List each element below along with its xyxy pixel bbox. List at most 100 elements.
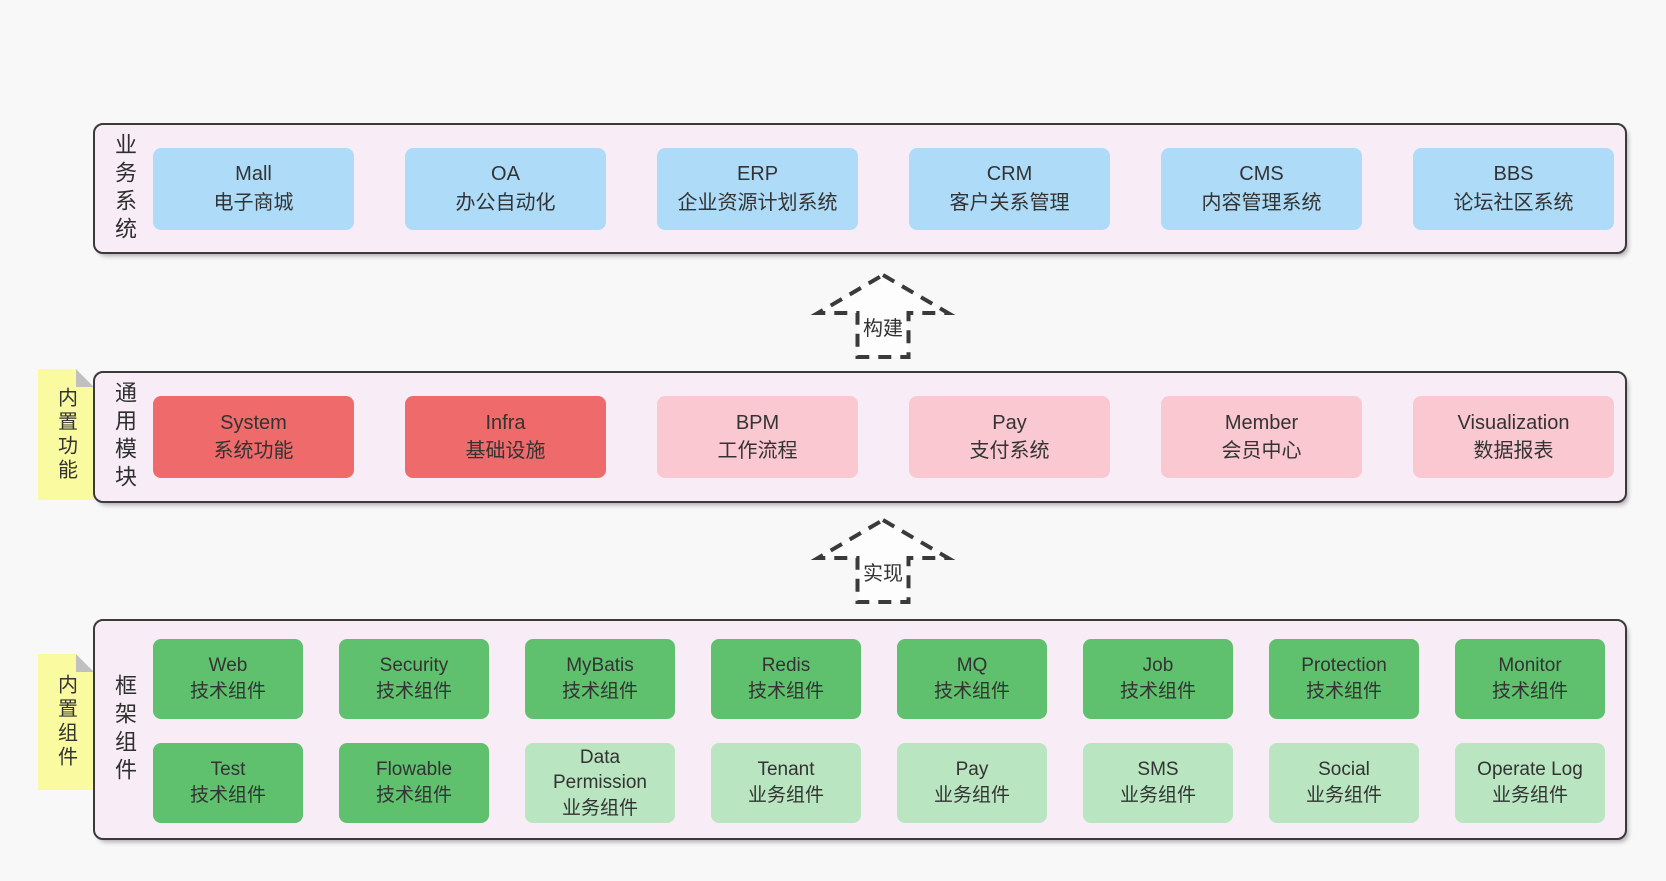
band-content: Web 技术组件 Security 技术组件 MyBatis 技术组件 Redi…	[153, 621, 1625, 838]
box-subtitle: 技术组件	[1491, 681, 1568, 702]
box-tenant: Tenant 业务组件	[711, 743, 861, 823]
box-subtitle: 技术组件	[933, 681, 1010, 702]
box-member: Member 会员中心	[1161, 396, 1362, 478]
box-system: System 系统功能	[153, 396, 354, 478]
box-title: Social	[1318, 759, 1370, 781]
box-subtitle: 技术组件	[189, 785, 266, 806]
box-cms: CMS 内容管理系统	[1161, 147, 1362, 230]
arrow-up-implement: 实现	[808, 515, 958, 607]
box-title: Data Permission	[553, 746, 647, 794]
arrow-label: 实现	[861, 557, 905, 586]
box-redis: Redis 技术组件	[711, 639, 861, 719]
box-title: CRM	[986, 163, 1033, 186]
arrow-label: 构建	[861, 312, 905, 341]
box-infra: Infra 基础设施	[405, 396, 606, 478]
band-content: System 系统功能 Infra 基础设施 BPM 工作流程 Pay 支付系统…	[153, 373, 1625, 501]
box-title: Monitor	[1498, 655, 1562, 677]
box-subtitle: 技术组件	[747, 681, 824, 702]
box-subtitle: 工作流程	[717, 440, 798, 462]
box-title: Tenant	[757, 759, 815, 781]
box-subtitle: 业务组件	[561, 797, 638, 819]
box-web: Web 技术组件	[153, 639, 303, 719]
box-title: BBS	[1493, 163, 1534, 186]
box-subtitle: 支付系统	[969, 440, 1050, 462]
box-protection: Protection 技术组件	[1269, 639, 1419, 719]
box-title: Test	[210, 759, 246, 781]
band-content: Mall 电子商城 OA 办公自动化 ERP 企业资源计划系统 CRM 客户关系…	[153, 125, 1625, 252]
box-crm: CRM 客户关系管理	[909, 147, 1110, 230]
box-title: System	[220, 411, 287, 434]
folded-corner-icon	[76, 654, 94, 672]
box-subtitle: 会员中心	[1221, 440, 1302, 462]
sticky-note-label: 内置组件	[54, 674, 77, 770]
box-erp: ERP 企业资源计划系统	[657, 147, 858, 230]
box-social: Social 业务组件	[1269, 743, 1419, 823]
band-label: 通用模块	[112, 381, 137, 493]
box-subtitle: 技术组件	[375, 681, 452, 702]
box-sms: SMS 业务组件	[1083, 743, 1233, 823]
box-monitor: Monitor 技术组件	[1455, 639, 1605, 719]
box-title: CMS	[1239, 163, 1284, 186]
box-subtitle: 技术组件	[375, 785, 452, 806]
box-title: Visualization	[1457, 411, 1570, 434]
sticky-note-built-in-features: 内置功能	[38, 369, 94, 500]
box-title: Protection	[1301, 655, 1387, 677]
box-pay: Pay 支付系统	[909, 396, 1110, 478]
box-subtitle: 办公自动化	[455, 191, 556, 214]
box-subtitle: 内容管理系统	[1201, 191, 1322, 214]
box-title: Member	[1224, 411, 1299, 434]
box-title: MyBatis	[566, 655, 634, 677]
box-bpm: BPM 工作流程	[657, 396, 858, 478]
box-subtitle: 企业资源计划系统	[677, 191, 838, 214]
box-data-permission: Data Permission 业务组件	[525, 743, 675, 823]
box-test: Test 技术组件	[153, 743, 303, 823]
band-business-systems: 业务系统 Mall 电子商城 OA 办公自动化 ERP 企业资源计划系统 CRM…	[93, 123, 1627, 254]
box-subtitle: 数据报表	[1473, 440, 1554, 462]
sticky-note-built-in-components: 内置组件	[38, 654, 94, 790]
sticky-note-label: 内置功能	[54, 386, 77, 483]
box-title: Mall	[235, 163, 272, 186]
box-title: Flowable	[375, 759, 453, 781]
box-title: MQ	[956, 655, 988, 677]
box-subtitle: 技术组件	[189, 681, 266, 702]
box-subtitle: 技术组件	[561, 681, 638, 702]
box-title: Infra	[485, 411, 526, 434]
box-title: ERP	[736, 163, 779, 186]
box-subtitle: 业务组件	[1491, 785, 1568, 806]
box-title: Pay	[955, 759, 989, 781]
box-subtitle: 客户关系管理	[949, 191, 1070, 214]
band-common-modules: 通用模块 System 系统功能 Infra 基础设施 BPM 工作流程 Pay…	[93, 371, 1627, 503]
box-subtitle: 业务组件	[747, 785, 824, 806]
component-row-1: Web 技术组件 Security 技术组件 MyBatis 技术组件 Redi…	[153, 639, 1625, 719]
box-subtitle: 论坛社区系统	[1453, 191, 1574, 214]
box-mybatis: MyBatis 技术组件	[525, 639, 675, 719]
component-row-2: Test 技术组件 Flowable 技术组件 Data Permission …	[153, 743, 1625, 823]
band-label: 业务系统	[112, 132, 137, 245]
box-subtitle: 业务组件	[933, 785, 1010, 806]
box-title: OA	[491, 163, 520, 186]
arrow-up-build: 构建	[808, 270, 958, 362]
box-visualization: Visualization 数据报表	[1413, 396, 1614, 478]
band-framework-components: 框架组件 Web 技术组件 Security 技术组件 MyBatis 技术组件…	[93, 619, 1627, 840]
box-subtitle: 技术组件	[1119, 681, 1196, 702]
box-job: Job 技术组件	[1083, 639, 1233, 719]
folded-corner-icon	[76, 369, 94, 387]
box-security: Security 技术组件	[339, 639, 489, 719]
box-title: Web	[208, 655, 248, 677]
box-subtitle: 基础设施	[465, 440, 546, 462]
box-title: BPM	[735, 411, 780, 434]
box-subtitle: 系统功能	[213, 440, 294, 462]
band-label: 框架组件	[112, 673, 137, 786]
box-title: Redis	[761, 655, 811, 677]
box-title: Job	[1142, 655, 1174, 677]
box-mall: Mall 电子商城	[153, 147, 354, 230]
box-subtitle: 技术组件	[1305, 681, 1382, 702]
box-title: Pay	[992, 411, 1027, 434]
box-title: SMS	[1137, 759, 1179, 781]
box-bbs: BBS 论坛社区系统	[1413, 147, 1614, 230]
box-title: Security	[379, 655, 449, 677]
box-mq: MQ 技术组件	[897, 639, 1047, 719]
box-subtitle: 电子商城	[213, 191, 294, 214]
box-operate-log: Operate Log 业务组件	[1455, 743, 1605, 823]
